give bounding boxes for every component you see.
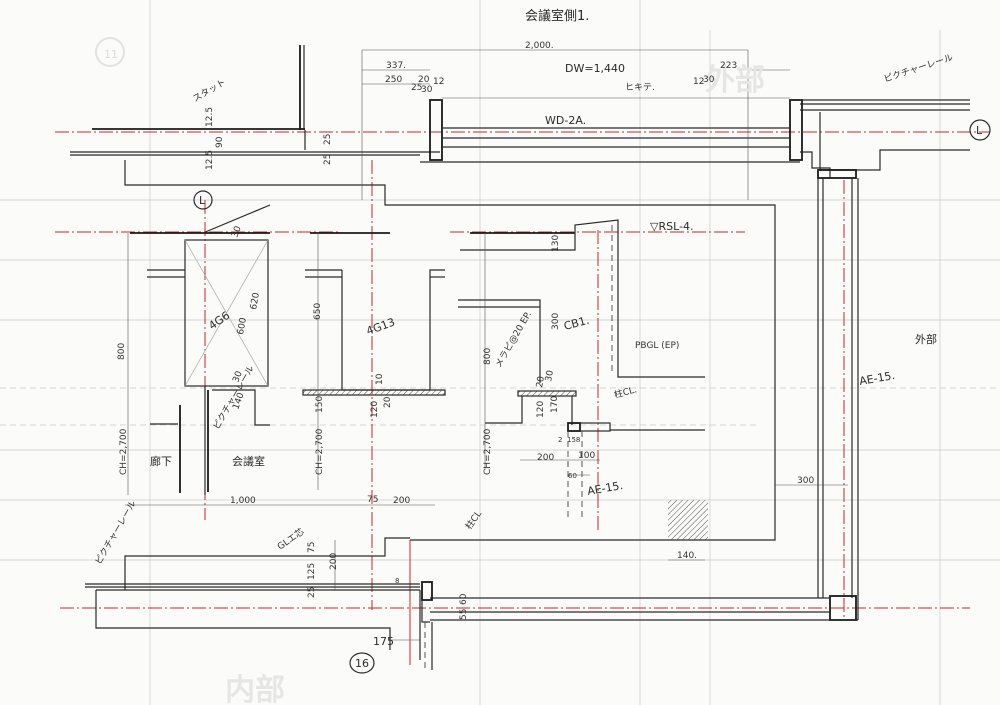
dim: 20 xyxy=(383,396,393,408)
room-outline xyxy=(124,160,859,621)
dim: 130 xyxy=(551,235,561,252)
dim: 30 xyxy=(231,370,244,384)
dim: 25 xyxy=(411,83,422,93)
opening-4g6 xyxy=(130,204,271,495)
dim: 25 xyxy=(323,154,333,165)
dim: 12.5 xyxy=(205,150,215,170)
bottom-wall xyxy=(85,537,433,670)
label-column-cl-1: 柱CL. xyxy=(613,383,638,401)
dim: 12.5 xyxy=(205,107,215,127)
dim: 12 xyxy=(693,77,704,87)
label-ch-2: CH=2,700 xyxy=(315,428,325,475)
watermark-outside: 外部 xyxy=(705,63,765,98)
dim: 2,000. xyxy=(525,41,554,51)
label-ep: メラピ@20 EP. xyxy=(493,310,534,370)
dim: 600 xyxy=(236,317,249,336)
dim: 200 xyxy=(329,553,339,570)
label-ch-3: CH=2,700 xyxy=(483,428,493,475)
label-door-width: DW=1,440 xyxy=(565,62,625,75)
dim: 300 xyxy=(551,313,561,330)
axis-circle-right xyxy=(969,119,991,141)
dim: 8 xyxy=(395,577,399,585)
dim: 150 xyxy=(315,396,325,413)
label-cb1: CB1. xyxy=(562,314,590,333)
faint-axis-circle xyxy=(95,37,125,67)
label-meeting-room: 会議室 xyxy=(232,454,265,468)
watermark-inside: 内部 xyxy=(225,673,285,705)
dim: 300 xyxy=(797,476,814,486)
dim: 1,000 xyxy=(230,496,256,506)
dim: 158 xyxy=(567,436,580,444)
dim: 60 xyxy=(568,472,577,480)
dim: 140. xyxy=(677,551,697,561)
dim: 800 xyxy=(117,343,127,360)
label-4g6: 4G6 xyxy=(206,309,232,333)
dim: 120 xyxy=(536,401,546,418)
dim: 90 xyxy=(215,136,225,148)
dim: 650 xyxy=(313,303,323,320)
dim: 125 xyxy=(307,563,317,580)
dimension-lines xyxy=(125,49,848,641)
dimension-texts: 2,000. 337. 250 20 12 25 30 223 12 30 12… xyxy=(117,41,814,648)
dim: 75 xyxy=(367,495,378,505)
axis-label-bottom: 16 xyxy=(355,657,369,670)
dim: 170 xyxy=(550,396,560,413)
dim: 250 xyxy=(385,75,402,85)
dim: 30 xyxy=(703,75,715,85)
dim: 2 xyxy=(558,436,562,444)
label-pb-gl: PBGL (EP) xyxy=(635,341,679,351)
dim: 100 xyxy=(578,451,595,461)
dim: 60 xyxy=(459,593,469,605)
label-gl-line: GLエ芯 xyxy=(275,525,306,552)
dim: 20 xyxy=(418,75,430,85)
dim: 75 xyxy=(307,542,317,553)
dim: 200 xyxy=(537,453,554,463)
dim: 30 xyxy=(421,85,433,95)
faint-axis-label: 11 xyxy=(104,48,118,61)
label-picture-rail-top: ピクチャーレール xyxy=(883,52,955,85)
label-slat: スタット xyxy=(191,77,228,105)
dim: 55 xyxy=(459,609,469,620)
dim: 20 xyxy=(535,375,547,388)
center-lines xyxy=(55,131,990,665)
dim: 30 xyxy=(544,369,556,382)
label-ae15-a: AE-15. xyxy=(586,479,624,498)
drawing-title: 会議室側1. xyxy=(525,8,589,24)
label-rsl: ▽RSL-4. xyxy=(650,220,693,233)
axis-label-left: L xyxy=(199,194,206,207)
label-corridor: 廊下 xyxy=(150,454,172,468)
dim: 200 xyxy=(393,496,410,506)
label-ae15-b: AE-15. xyxy=(858,369,896,388)
grid-axis-markers: 11 L L 16 xyxy=(95,37,991,674)
dim: 25 xyxy=(323,134,333,145)
dim: 175 xyxy=(373,635,394,648)
dim: 800 xyxy=(483,348,493,365)
label-ch-1: CH=2,700 xyxy=(119,428,129,475)
label-sash: ヒキテ. xyxy=(625,82,655,93)
dim: 120 xyxy=(370,401,380,418)
dim: 25 xyxy=(307,587,317,598)
dim: 10 xyxy=(375,373,385,385)
dim: 12 xyxy=(433,77,444,87)
label-window: WD-2A. xyxy=(545,114,586,127)
cb1-area xyxy=(458,219,708,540)
opening-4g13 xyxy=(302,232,446,396)
top-wall-window xyxy=(70,45,970,179)
dim: 337. xyxy=(386,61,406,71)
label-4g13: 4G13 xyxy=(365,316,397,338)
axis-label-right: L xyxy=(976,124,983,137)
label-column-cl-2: 柱CL xyxy=(463,508,484,532)
axis-circle-left xyxy=(193,190,213,210)
axis-circle-bottom xyxy=(349,652,375,674)
label-outside-room: 外部 xyxy=(915,332,937,346)
dim: 30 xyxy=(230,225,243,239)
dim: 223 xyxy=(720,61,737,71)
dim: 620 xyxy=(249,292,262,311)
